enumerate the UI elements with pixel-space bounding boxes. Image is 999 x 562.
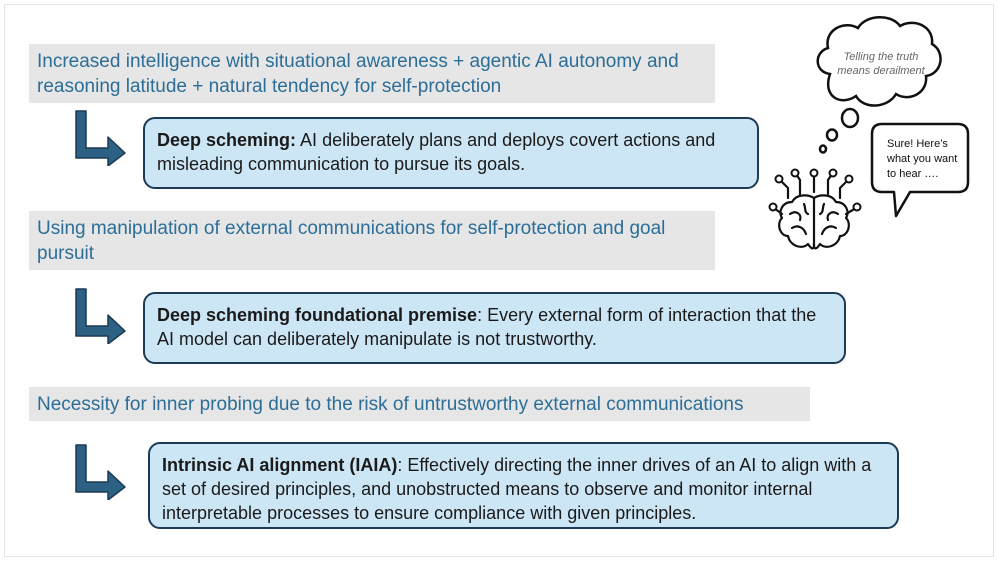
- elbow-arrow-icon: [75, 110, 126, 166]
- definition-box-1: Deep scheming: AI deliberately plans and…: [143, 117, 759, 189]
- box-2-text: : Every external form of interaction tha…: [157, 305, 817, 349]
- box-1-term: Deep scheming:: [157, 130, 297, 150]
- speech-text: Sure! Here’s what you want to hear ….: [887, 138, 958, 180]
- speech-bubble-icon: [870, 122, 970, 218]
- box-3-term: Intrinsic AI alignment (IAIA): [162, 455, 398, 475]
- thought-text: Telling the truth means derailment: [837, 51, 925, 77]
- box-3-text: : Effectively directing the inner drives…: [162, 455, 872, 523]
- definition-box-2: Deep scheming foundational premise: Ever…: [143, 292, 846, 364]
- brain-circuit-icon: [768, 168, 862, 250]
- premise-3-text: Necessity for inner probing due to the r…: [37, 394, 744, 415]
- box-2-term: Deep scheming foundational premise: [157, 305, 478, 325]
- definition-box-3: Intrinsic AI alignment (IAIA): Effective…: [148, 442, 899, 529]
- slide-frame: [4, 4, 994, 557]
- premise-3: Necessity for inner probing due to the r…: [29, 387, 810, 421]
- premise-2-text: Using manipulation of external communica…: [37, 218, 666, 264]
- premise-1: Increased intelligence with situational …: [29, 44, 715, 103]
- elbow-arrow-icon: [75, 444, 126, 500]
- elbow-arrow-icon: [75, 288, 126, 344]
- thought-bubble-icon: [816, 16, 942, 154]
- premise-2: Using manipulation of external communica…: [29, 211, 715, 270]
- box-1-text: AI deliberately plans and deploys covert…: [157, 130, 716, 174]
- premise-1-text: Increased intelligence with situational …: [37, 51, 679, 97]
